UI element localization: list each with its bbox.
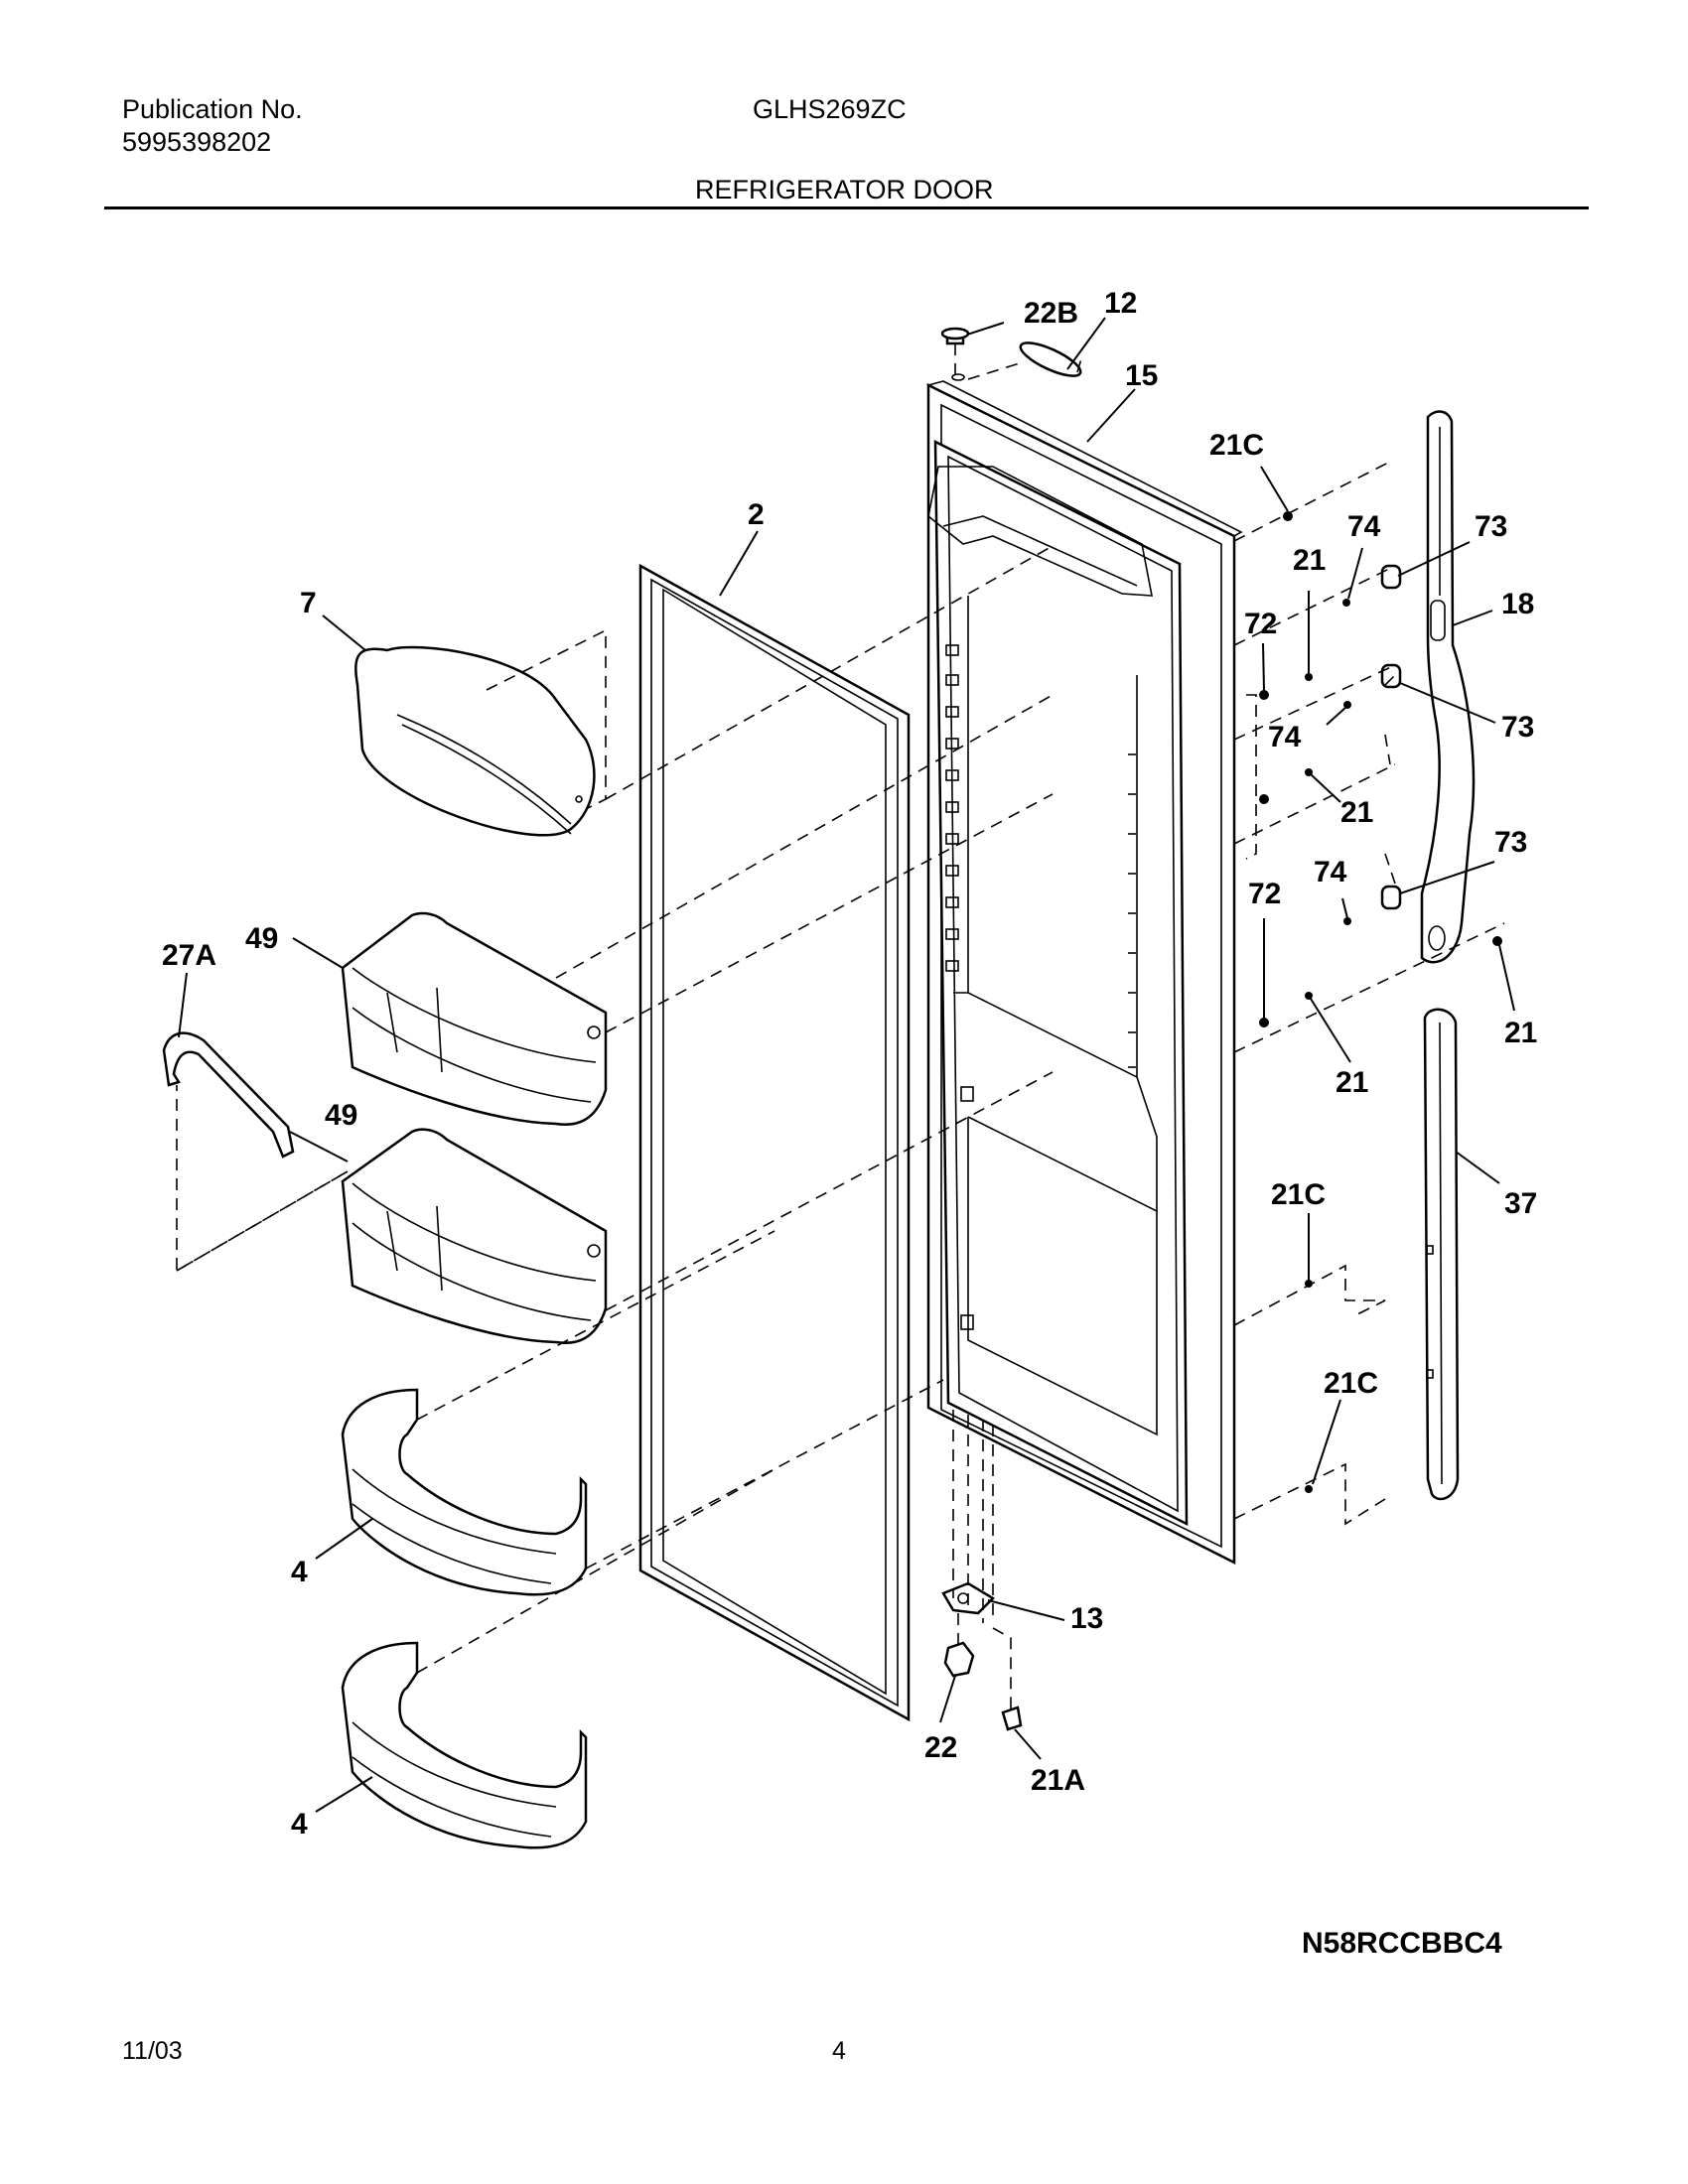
callout-21-b: 21 — [1340, 796, 1373, 829]
callout-74-c: 74 — [1314, 856, 1347, 888]
callout-73-b: 73 — [1501, 711, 1534, 744]
publication-label: Publication No. — [122, 94, 303, 124]
callout-18: 18 — [1501, 588, 1534, 620]
assembly-lines — [176, 461, 1505, 1712]
callout-21-c: 21 — [1504, 1017, 1537, 1049]
callout-21C-bot: 21C — [1324, 1367, 1378, 1400]
section-title: REFRIGERATOR DOOR — [695, 175, 994, 205]
callout-73-c: 73 — [1494, 826, 1527, 859]
handle-bracket — [1380, 564, 1402, 910]
callout-72-b: 72 — [1248, 878, 1281, 910]
callout-15: 15 — [1125, 359, 1158, 392]
handle-trim — [1423, 1008, 1460, 1501]
callout-4-b: 4 — [291, 1808, 308, 1841]
callout-7: 7 — [300, 587, 317, 619]
callout-21-a: 21 — [1293, 544, 1326, 577]
diagram-code: N58RCCBBC4 — [1302, 1927, 1502, 1960]
callout-12: 12 — [1104, 287, 1137, 320]
publication-number: 5995398202 — [122, 127, 272, 157]
footer-page-number: 4 — [832, 2037, 846, 2065]
model-number: GLHS269ZC — [753, 94, 907, 124]
callout-49-a: 49 — [245, 922, 278, 955]
callout-21A: 21A — [1031, 1764, 1085, 1797]
callout-22B: 22B — [1024, 297, 1078, 330]
door-shell — [925, 380, 1243, 1566]
header-divider — [104, 206, 1589, 209]
callout-13: 13 — [1070, 1602, 1103, 1635]
dairy-bin — [354, 645, 596, 837]
callout-72-a: 72 — [1244, 608, 1277, 640]
callout-74-a: 74 — [1347, 510, 1381, 543]
screws — [1259, 511, 1502, 1493]
footer-date: 11/03 — [122, 2037, 183, 2065]
callout-21C-mid: 21C — [1271, 1178, 1326, 1211]
callout-21C-top: 21C — [1209, 429, 1264, 462]
top-cap-and-screw — [940, 327, 1083, 381]
callout-labels: 22B 12 15 21C 74 73 2 7 21 18 72 74 73 2… — [162, 287, 1537, 1841]
callout-73-a: 73 — [1475, 510, 1507, 543]
door-shelf-lower — [341, 1641, 588, 1849]
door-gasket — [638, 563, 911, 1722]
callout-49-b: 49 — [325, 1099, 357, 1132]
door-bin-lower — [341, 1128, 608, 1344]
door-handle — [1420, 410, 1476, 964]
door-bin-upper — [341, 911, 608, 1126]
callout-4-a: 4 — [291, 1556, 308, 1588]
retainer-bar — [162, 1031, 295, 1159]
callout-21-d: 21 — [1336, 1066, 1368, 1099]
door-shelf-upper — [341, 1388, 588, 1596]
callout-2: 2 — [748, 498, 765, 531]
callout-37: 37 — [1504, 1187, 1537, 1220]
callout-74-b: 74 — [1268, 721, 1302, 753]
callout-27A: 27A — [162, 939, 216, 972]
leader-lines — [178, 317, 1515, 1813]
callout-22: 22 — [924, 1731, 957, 1764]
